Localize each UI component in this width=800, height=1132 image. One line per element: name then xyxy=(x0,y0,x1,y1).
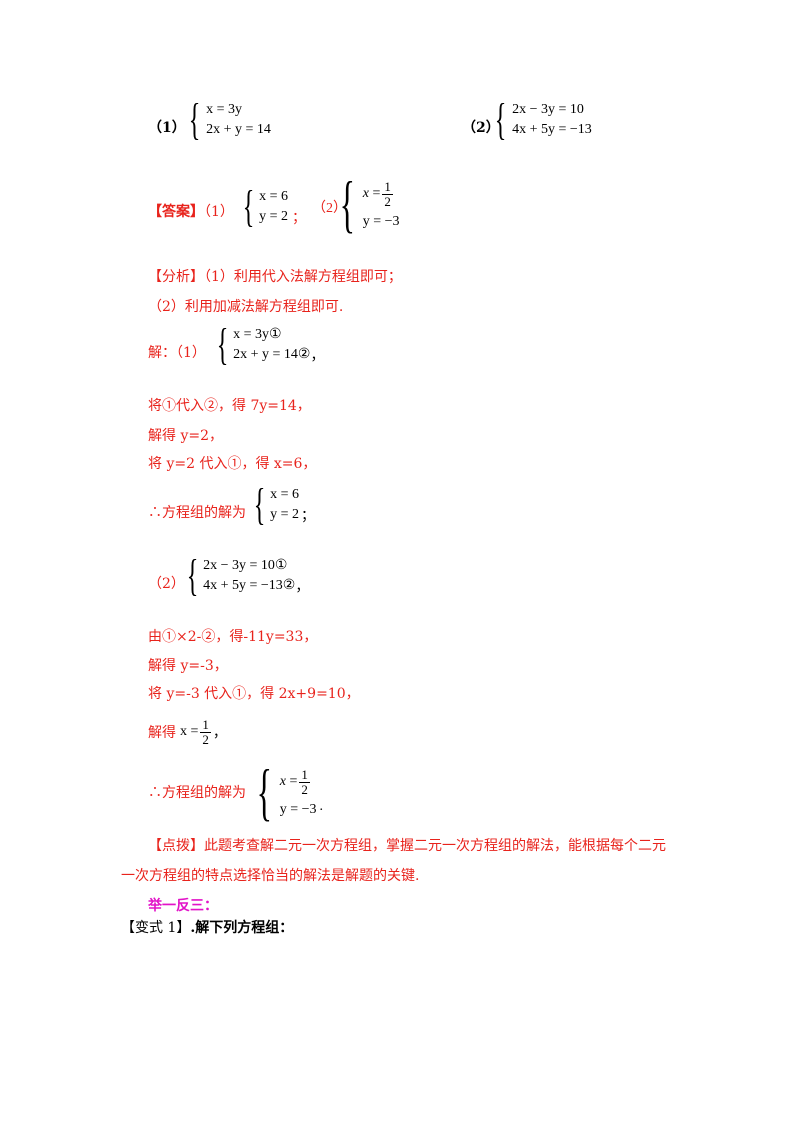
variant-label: 【变式 1】 xyxy=(121,920,191,936)
left-brace: { xyxy=(216,320,229,369)
analysis-line-1: 【分析】（1）利用代入法解方程组即可； xyxy=(148,269,402,285)
tip-line-2: 一次方程组的特点选择恰当的解法是解题的关键. xyxy=(121,868,420,884)
answer-part-2-label: （2） xyxy=(312,201,348,216)
solution-2-step-1: 由①×2-②，得-11y=33， xyxy=(148,629,318,645)
answer-1-system: { x = 6 y = 2 ； （2） xyxy=(238,185,347,229)
left-brace: { xyxy=(494,95,507,144)
fraction-denominator: 2 xyxy=(382,193,393,209)
solution-2-conclusion-prefix: ∴方程组的解为 xyxy=(148,785,246,801)
fraction-numerator: 1 xyxy=(384,178,391,194)
problem-2-label: （2） xyxy=(462,120,500,136)
answer-part-1-label: （1） xyxy=(204,204,234,220)
step-prefix: 解得 xyxy=(148,725,176,741)
answer-tag: 【答案】 xyxy=(148,204,204,220)
fraction-numerator: 1 xyxy=(301,766,308,782)
equation: y = 2 xyxy=(259,209,289,224)
equation: y = −3 xyxy=(279,802,317,817)
equation: y = −3 xyxy=(362,214,400,229)
solution-2-prefix: （2） xyxy=(148,576,185,592)
equation: 4x + 5y = −13 xyxy=(512,122,592,137)
equation: x = 6 xyxy=(259,189,289,204)
variable-x: x = xyxy=(180,724,199,739)
left-brace: { xyxy=(339,168,356,239)
punctuation: . xyxy=(319,799,324,814)
punctuation: ， xyxy=(295,580,310,595)
solution-1-step-3: 将 y=2 代入①，得 x=6， xyxy=(148,456,317,472)
solution-2-step-3: 将 y=-3 代入①，得 2x+9=10， xyxy=(148,686,360,702)
analysis-line-2: （2）利用加减法解方程组即可. xyxy=(148,299,344,315)
solution-1-system: { x = 3y① 2x + y = 14② ， xyxy=(212,320,325,369)
punctuation: ， xyxy=(212,725,227,741)
solution-1-prefix: 解：（1） xyxy=(148,345,206,361)
solution-1-step-2: 解得 y=2， xyxy=(148,428,223,444)
answer-line: 【答案】（1） xyxy=(148,202,234,222)
punctuation: ； xyxy=(301,509,316,524)
left-brace: { xyxy=(256,756,273,827)
equation: 2x + y = 14② xyxy=(233,347,311,362)
equation: 2x − 3y = 10 xyxy=(512,102,584,117)
fraction-numerator: 1 xyxy=(202,716,209,732)
problem-2-system: { 2x − 3y = 10 4x + 5y = −13 xyxy=(490,98,592,142)
fraction-denominator: 2 xyxy=(299,781,310,797)
equation: y = 2 xyxy=(270,507,300,522)
variant-text: .解下列方程组： xyxy=(190,920,294,936)
equation: x = 3y① xyxy=(233,327,282,342)
equation: x = 6 xyxy=(270,487,300,502)
problem-1-label: （1） xyxy=(148,120,186,136)
solution-1-step-1: 将①代入②，得 7y=14， xyxy=(148,398,311,414)
left-brace: { xyxy=(186,551,199,600)
solution-1-result-system: { x = 6 y = 2 ； xyxy=(249,483,315,527)
solution-2-step-2: 解得 y=-3， xyxy=(148,658,228,674)
punctuation: ， xyxy=(310,349,325,364)
solution-1-conclusion-prefix: ∴方程组的解为 xyxy=(148,505,246,521)
tip-line-1: 【点拨】此题考查解二元一次方程组，掌握二元一次方程组的解法，能根据每个二元 xyxy=(148,838,666,854)
equation: 2x − 3y = 10① xyxy=(203,558,288,573)
solution-2-system: { 2x − 3y = 10① 4x + 5y = −13② ， xyxy=(182,551,310,600)
variant-line: 【变式 1】.解下列方程组： xyxy=(121,918,293,938)
left-brace: { xyxy=(242,182,255,231)
left-brace: { xyxy=(188,95,201,144)
problem-1-system: { x = 3y 2x + y = 14 xyxy=(184,98,271,142)
equation: x = 3y xyxy=(206,102,243,117)
equation: 2x + y = 14 xyxy=(206,122,271,137)
equation: 4x + 5y = −13② xyxy=(203,578,296,593)
left-brace: { xyxy=(253,480,266,529)
practice-title: 举一反三： xyxy=(148,898,218,914)
fraction-denominator: 2 xyxy=(200,731,211,747)
answer-separator: ； xyxy=(292,211,307,226)
